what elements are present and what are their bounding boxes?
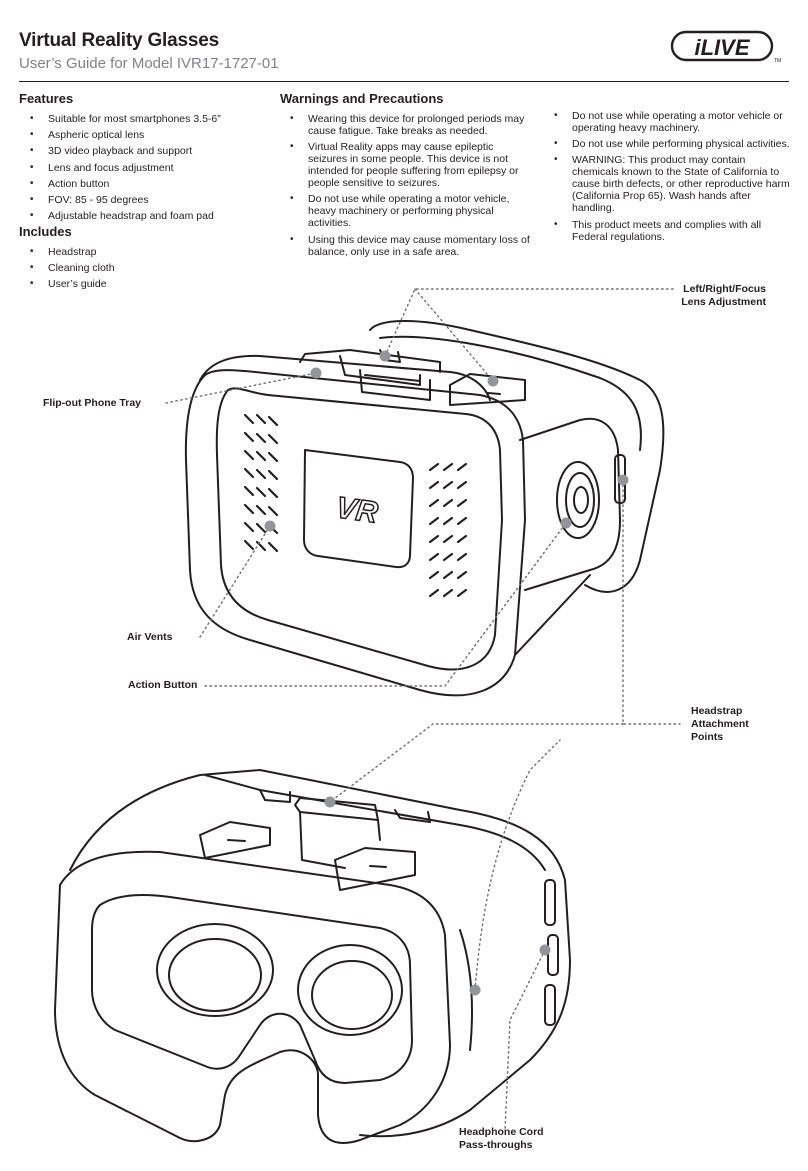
features-list: Suitable for most smartphones 3.5-6” Asp… [30, 113, 270, 226]
list-item: Virtual Reality apps may cause epileptic… [290, 141, 532, 189]
list-item: WARNING: This product may contain chemic… [554, 154, 790, 214]
callout-leader-lines [165, 288, 681, 1131]
label-line: Headphone Cord [459, 1126, 544, 1138]
list-item: Wearing this device for prolonged period… [290, 113, 532, 137]
list-item: Headstrap [30, 246, 270, 258]
list-item: Do not use while operating a motor vehic… [290, 193, 532, 229]
includes-heading: Includes [19, 224, 72, 239]
page-title: Virtual Reality Glasses [19, 30, 219, 51]
rear-view-headset [54, 769, 571, 1144]
header-rule [19, 81, 789, 82]
list-item: Cleaning cloth [30, 262, 270, 274]
air-vents-label: Air Vents [127, 631, 173, 643]
page-subtitle: User’s Guide for Model IVR17-1727-01 [19, 55, 279, 72]
label-line: Points [691, 731, 724, 743]
list-item: Do not use while performing physical act… [554, 138, 790, 150]
phone-tray-label: Flip-out Phone Tray [43, 397, 142, 409]
list-item: Action button [30, 178, 270, 190]
headphone-passthrough-label: Headphone Cord Pass-throughs [459, 1126, 544, 1152]
headstrap-attachment-label: Headstrap Attachment Points [691, 705, 749, 744]
list-item: Using this device may cause momentary lo… [290, 234, 532, 258]
ilive-logo: iLIVE TM [670, 30, 781, 64]
includes-list: Headstrap Cleaning cloth User’s guide [30, 246, 270, 295]
front-view-headset [184, 320, 665, 697]
warnings-list-column-2: Do not use while operating a motor vehic… [554, 110, 790, 247]
list-item: Adjustable headstrap and foam pad [30, 210, 270, 222]
trademark-text: TM [774, 58, 781, 64]
list-item: This product meets and complies with all… [554, 219, 790, 243]
label-line: Headstrap [691, 705, 743, 717]
list-item: User’s guide [30, 278, 270, 290]
warnings-list-column-1: Wearing this device for prolonged period… [290, 113, 532, 262]
vr-badge-text: VR [334, 491, 380, 530]
list-item: Lens and focus adjustment [30, 162, 270, 174]
label-line: Left/Right/Focus [683, 283, 766, 295]
action-button-label: Action Button [128, 679, 198, 691]
list-item: Suitable for most smartphones 3.5-6” [30, 113, 270, 125]
list-item: Aspheric optical lens [30, 129, 270, 141]
label-line: Pass-throughs [459, 1139, 533, 1151]
callout-dots [264, 350, 629, 996]
list-item: 3D video playback and support [30, 145, 270, 157]
features-heading: Features [19, 91, 74, 106]
list-item: FOV: 85 - 95 degrees [30, 194, 270, 206]
label-line: Attachment [691, 718, 749, 730]
list-item: Do not use while operating a motor vehic… [554, 110, 790, 134]
ilive-logo-text: iLIVE [694, 35, 750, 60]
lens-adjustment-label: Left/Right/Focus Lens Adjustment [681, 283, 766, 309]
warnings-heading: Warnings and Precautions [280, 91, 444, 106]
label-line: Lens Adjustment [681, 296, 766, 308]
